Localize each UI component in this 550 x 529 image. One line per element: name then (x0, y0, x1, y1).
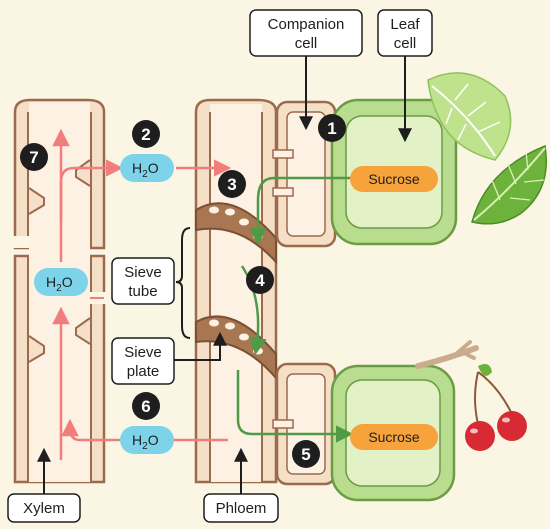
svg-text:tube: tube (128, 283, 157, 300)
svg-text:1: 1 (327, 119, 336, 138)
svg-text:H2O: H2O (132, 160, 159, 180)
label-sieve-plate: Sieve plate (111, 331, 227, 385)
water-to-phloem-arrow-left (59, 159, 124, 222)
svg-text:Phloem: Phloem (216, 500, 267, 517)
water-pill-xylem: H2O (34, 268, 88, 296)
svg-text:cell: cell (394, 35, 417, 52)
step-badge-4: 4 (246, 266, 274, 294)
label-companion-cell: Companion cell (249, 9, 363, 131)
svg-text:Companion: Companion (268, 16, 345, 33)
label-leaf-cell: Leaf cell (377, 9, 433, 143)
svg-text:Leaf: Leaf (390, 16, 420, 33)
svg-text:6: 6 (141, 397, 150, 416)
sucrose-pill-top: Sucrose (350, 166, 438, 192)
label-xylem: Xylem (7, 447, 81, 523)
step-badge-3: 3 (218, 170, 246, 198)
sucrose-loading-arrow (249, 176, 352, 246)
svg-text:cell: cell (295, 35, 318, 52)
cherry-icon (415, 340, 527, 451)
step-badge-5: 5 (292, 440, 320, 468)
water-pill-top: H2O (120, 154, 174, 182)
sucrose-pill-bottom: Sucrose (350, 424, 438, 450)
svg-text:3: 3 (227, 175, 236, 194)
svg-text:Xylem: Xylem (23, 500, 65, 517)
label-phloem: Phloem (203, 447, 279, 523)
svg-text:4: 4 (255, 271, 265, 290)
svg-text:H2O: H2O (132, 432, 159, 452)
svg-text:5: 5 (301, 445, 310, 464)
leaf-icon (427, 72, 547, 225)
svg-text:H2O: H2O (46, 274, 73, 294)
step-badge-6: 6 (132, 392, 160, 420)
sieve-tube-bracket (175, 227, 191, 339)
svg-text:7: 7 (29, 148, 38, 167)
step-badge-2: 2 (132, 120, 160, 148)
water-pill-bottom: H2O (120, 426, 174, 454)
water-return-arrow-left (61, 418, 120, 442)
step-badge-7: 7 (20, 143, 48, 171)
svg-text:Sucrose: Sucrose (368, 429, 420, 445)
sucrose-transport-arrow (240, 265, 267, 356)
sucrose-unloading-arrow (236, 370, 354, 443)
svg-text:2: 2 (141, 125, 150, 144)
svg-text:Sucrose: Sucrose (368, 171, 420, 187)
svg-text:plate: plate (127, 363, 160, 380)
svg-text:Sieve: Sieve (124, 264, 162, 281)
step-badge-1: 1 (318, 114, 346, 142)
label-sieve-tube: Sieve tube (111, 227, 191, 339)
companion-cell-top (272, 100, 337, 248)
svg-text:Sieve: Sieve (124, 344, 162, 361)
